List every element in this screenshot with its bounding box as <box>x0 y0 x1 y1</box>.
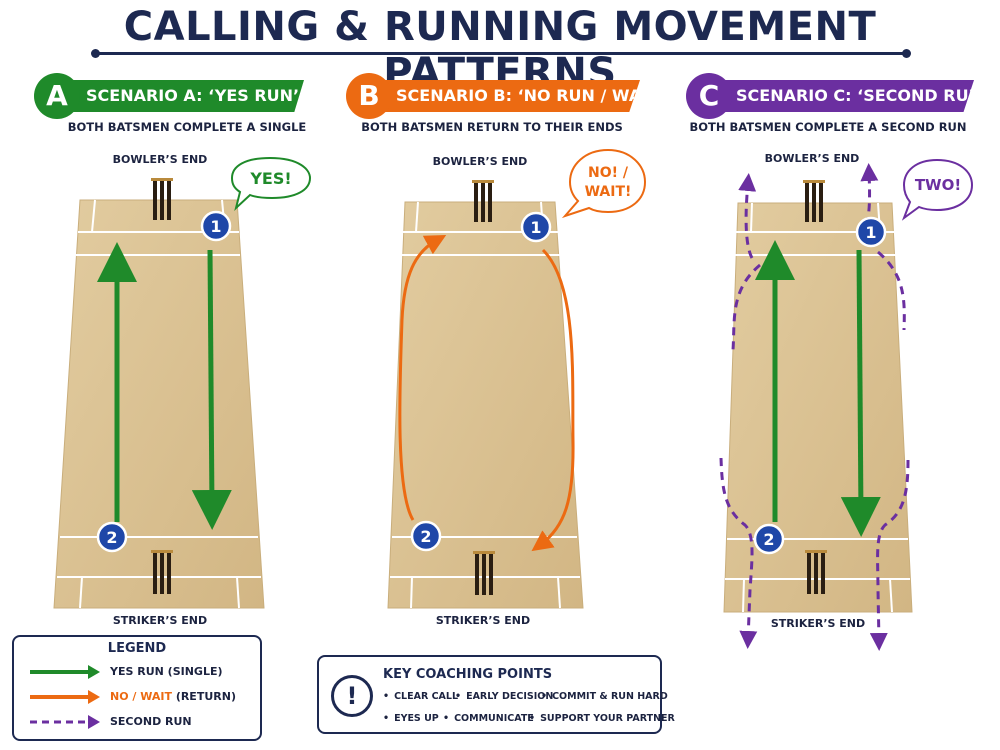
scenario-b-banner: SCENARIO B: ‘NO RUN / WAIT’ <box>372 80 640 112</box>
scenario-c-batsman-2: 2 <box>753 523 785 555</box>
purple-dashed-arrow-icon <box>30 715 100 729</box>
scenario-c-bowlers-end-label: BOWLER’S END <box>764 152 860 165</box>
legend-box: LEGEND YES RUN (SINGLE) NO / WAIT (RETUR… <box>12 635 262 741</box>
scenario-b-batsman-2: 2 <box>410 520 442 552</box>
scenario-b-strikers-end-label: STRIKER’S END <box>435 614 531 627</box>
scenario-b-call-text-line1: NO! / <box>588 165 629 181</box>
legend-label-no-wait-colored: NO / WAIT <box>110 690 172 703</box>
green-arrow-icon <box>30 665 100 679</box>
scenario-b-pitch <box>387 180 584 609</box>
scenario-a-bottom-stumps <box>151 550 173 594</box>
scenario-c-second-run-left-side <box>731 263 761 351</box>
legend-title: LEGEND <box>107 641 167 656</box>
scenario-b-call-bubble <box>561 148 647 219</box>
scenario-c-subtitle: BOTH BATSMEN COMPLETE A SECOND RUN <box>689 120 967 134</box>
scenario-a-batsman-1: 1 <box>200 210 232 242</box>
scenario-c-second-run-left-lower <box>719 457 758 649</box>
scenario-c-call-bubble <box>901 158 974 221</box>
coaching-points-title: KEY COACHING POINTS <box>383 667 553 682</box>
coaching-point: SUPPORT YOUR PARTNER <box>529 713 675 724</box>
scenario-b-return-arrow-right <box>531 248 575 552</box>
scenario-a-badge: A <box>34 73 80 119</box>
svg-text:1: 1 <box>210 217 221 236</box>
coaching-point: EARLY DECISION <box>455 691 553 702</box>
legend-label-second-run: SECOND RUN <box>110 715 192 728</box>
scenario-c-badge: C <box>686 73 732 119</box>
scenario-c-call-text: TWO! <box>915 176 961 194</box>
scenario-c-second-run-left-upper <box>738 173 757 259</box>
title-divider <box>91 49 911 58</box>
svg-text:1: 1 <box>530 218 541 237</box>
scenario-b-batsman-1: 1 <box>520 211 552 243</box>
scenario-c-strikers-end-label: STRIKER’S END <box>770 617 866 630</box>
scenario-a-banner: SCENARIO A: ‘YES RUN’ <box>62 80 304 112</box>
exclamation-icon: ! <box>331 675 373 717</box>
legend-label-no-wait-rest: (RETURN) <box>171 690 236 703</box>
coaching-point: COMMUNICATE <box>443 713 534 724</box>
scenario-a-call-text: YES! <box>249 169 291 188</box>
legend-item-yes-run: YES RUN (SINGLE) <box>28 663 258 681</box>
scenario-c-pitch <box>719 163 913 651</box>
scenario-b-top-stumps <box>472 180 494 222</box>
coaching-point: CLEAR CALL <box>383 691 458 702</box>
scenario-a-strikers-end-label: STRIKER’S END <box>112 614 208 627</box>
legend-label-yes-run: YES RUN (SINGLE) <box>110 665 223 678</box>
scenario-b-subtitle: BOTH BATSMEN RETURN TO THEIR ENDS <box>361 120 623 134</box>
scenario-a-pitch <box>53 178 265 609</box>
scenario-a-top-stumps <box>151 178 173 220</box>
legend-item-no-wait: NO / WAIT (RETURN) <box>28 688 258 706</box>
legend-item-second-run: SECOND RUN <box>28 713 258 731</box>
coaching-points-box: ! KEY COACHING POINTS CLEAR CALL EARLY D… <box>317 655 675 734</box>
scenario-a-call-bubble <box>230 156 312 212</box>
page-title: CALLING & RUNNING MOVEMENT PATTERNS <box>123 4 877 96</box>
svg-text:2: 2 <box>420 527 431 546</box>
svg-text:1: 1 <box>865 223 876 242</box>
scenario-b-bowlers-end-label: BOWLER’S END <box>432 155 528 168</box>
scenario-b-call-text-line2: WAIT! <box>585 184 632 200</box>
scenario-c-banner: SCENARIO C: ‘SECOND RUN’ <box>712 80 974 112</box>
svg-text:2: 2 <box>763 530 774 549</box>
scenario-c-first-run-arrow-down <box>840 249 881 537</box>
svg-text:2: 2 <box>106 528 117 547</box>
scenario-c-second-run-right-side <box>877 250 906 331</box>
scenario-c-second-run-right-lower <box>869 459 910 651</box>
coaching-point: EYES UP <box>383 713 439 724</box>
scenario-a-bowlers-end-label: BOWLER’S END <box>112 153 208 166</box>
legend-label-no-wait: NO / WAIT (RETURN) <box>110 690 236 703</box>
scenario-b-bottom-stumps <box>473 551 495 595</box>
scenario-b-badge: B <box>346 73 392 119</box>
orange-arrow-icon <box>30 690 100 704</box>
scenario-a-subtitle: BOTH BATSMEN COMPLETE A SINGLE <box>67 120 307 134</box>
scenario-b-return-arrow-left <box>398 234 447 521</box>
scenario-a-run-arrow-down <box>191 249 232 530</box>
coaching-point: COMMIT & RUN HARD <box>541 691 668 702</box>
scenario-c-top-stumps <box>803 180 825 222</box>
scenario-c-bottom-stumps <box>805 550 827 594</box>
scenario-a-batsman-2: 2 <box>96 521 128 553</box>
scenario-c-batsman-1: 1 <box>855 216 887 248</box>
